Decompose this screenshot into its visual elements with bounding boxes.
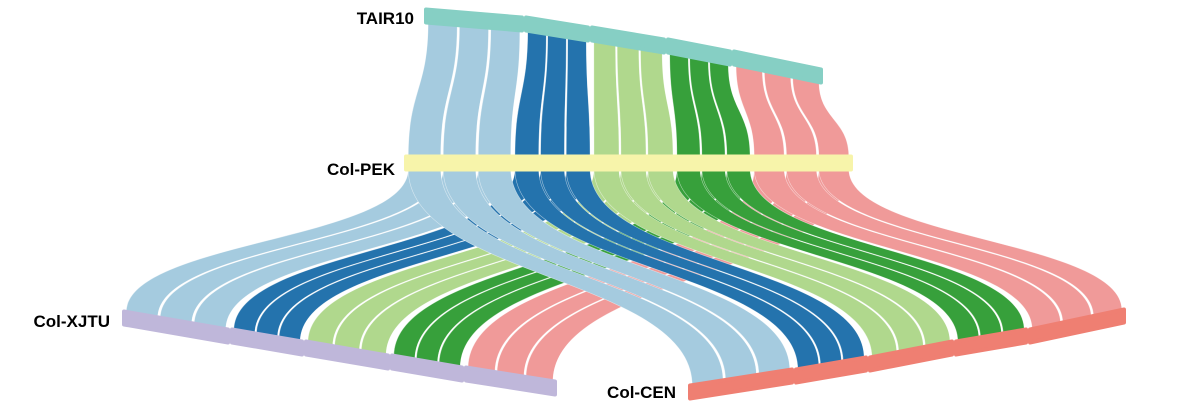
chromosome-bar-colpek-chr5 [750, 154, 853, 172]
ribbon-tair10-colpek-chr3-block1 [593, 39, 620, 158]
chromosome-bar-colpek-chr3 [590, 154, 677, 172]
chromosome-bar-colcen-chr2 [794, 355, 868, 385]
genome-label-colpek: Col-PEK [327, 160, 396, 179]
genome-label-tair10: TAIR10 [357, 9, 414, 28]
chromosome-bar-colxjtu-chr3 [304, 339, 390, 371]
chromosome-bar-colpek-chr4 [673, 154, 754, 172]
chromosome-bar-colpek-chr1 [404, 154, 515, 172]
chromosome-bar-tair10-chr5 [732, 49, 823, 85]
chromosome-bar-colxjtu-chr2 [230, 327, 304, 357]
chromosome-bar-colcen-chr1 [688, 367, 794, 401]
genome-label-colxjtu: Col-XJTU [34, 312, 111, 331]
chromosome-bar-colcen-chr3 [868, 339, 954, 373]
chromosome-bar-colxjtu-chr4 [390, 353, 464, 383]
chromosome-bar-colxjtu-chr5 [464, 365, 557, 397]
chromosome-bars [122, 7, 1126, 401]
synteny-ribbons [125, 21, 1123, 387]
chromosome-bar-colcen-chr4 [954, 327, 1028, 357]
chromosome-bar-tair10-chr3 [590, 25, 666, 55]
chromosome-bar-tair10-chr2 [524, 15, 590, 43]
chromosome-bar-colxjtu-chr1 [122, 309, 230, 345]
genome-label-colcen: Col-CEN [607, 383, 676, 402]
ribbon-tair10-colpek-chr2-block3 [565, 36, 591, 158]
chromosome-bar-colpek-chr2 [511, 154, 594, 172]
chromosome-bar-tair10-chr1 [424, 7, 524, 33]
chromosome-bar-tair10-chr4 [666, 37, 732, 67]
chromosome-bar-colcen-chr5 [1028, 307, 1126, 345]
